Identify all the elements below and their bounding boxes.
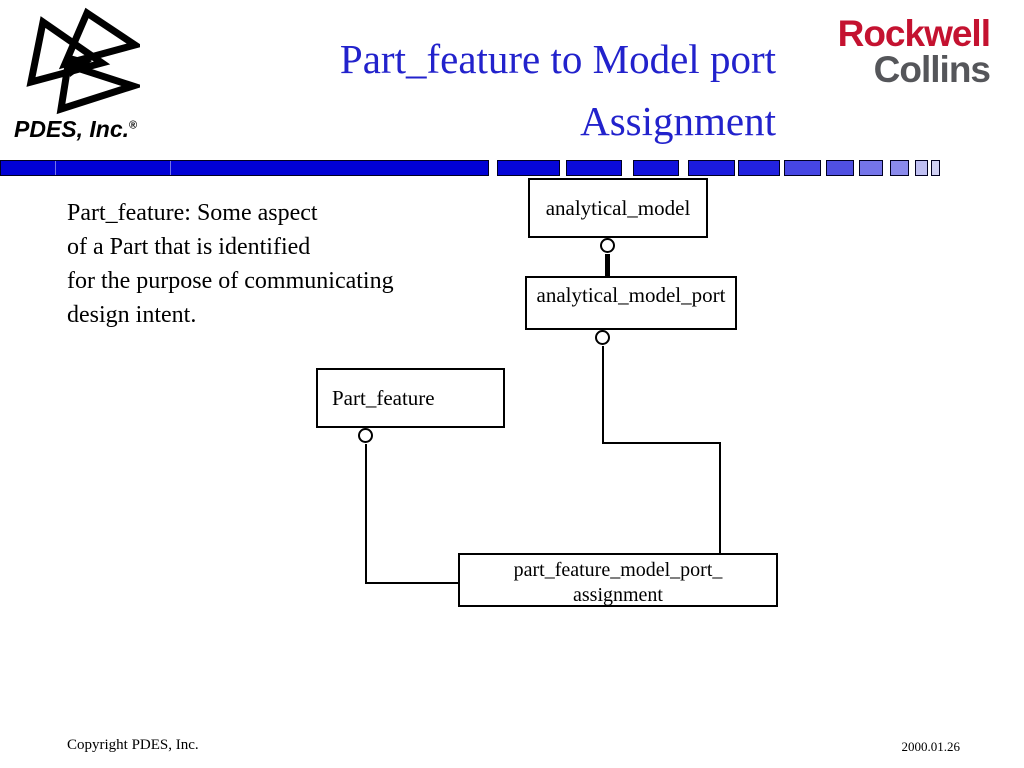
rockwell-collins-logo: Rockwell Collins (730, 13, 991, 90)
pdes-logo-text: PDES, Inc.® (14, 116, 184, 143)
connector-line (365, 444, 367, 584)
connector-line (602, 442, 721, 444)
pdes-logo-icon (18, 6, 145, 118)
divider-segment (931, 160, 940, 176)
divider-segment-split (170, 161, 171, 175)
slide-date: 2000.01.26 (901, 739, 961, 754)
divider-segment (497, 160, 560, 176)
entity-box-part-feature: Part_feature (316, 368, 505, 428)
description-line: of a Part that is identified (67, 234, 311, 260)
pdes-name: PDES, Inc. (14, 116, 130, 142)
connector-line (365, 582, 458, 584)
copyright-text: Copyright PDES, Inc. (67, 737, 199, 753)
entity-label: assignment (573, 584, 663, 606)
description-line: Part_feature: Some aspect (67, 200, 318, 226)
description-line: design intent. (67, 302, 197, 328)
entity-label: part_feature_model_port_ (513, 559, 723, 581)
entity-box-analytical-model-port: analytical_model_port (525, 276, 737, 330)
divider-segment (0, 160, 489, 176)
entity-label: analytical_model_port (536, 283, 726, 307)
divider-segment (633, 160, 679, 176)
title-line-1: Part_feature to Model port (339, 36, 776, 82)
entity-label: analytical_model (545, 195, 691, 220)
connector-line (605, 254, 610, 276)
relationship-circle (600, 238, 615, 253)
registered-mark: ® (129, 119, 138, 132)
entity-box-part-feature-model-port-assignment: part_feature_model_port_ assignment (458, 553, 778, 607)
divider-segment-split (55, 161, 56, 175)
connector-line (602, 346, 604, 443)
title-line-2: Assignment (580, 98, 776, 144)
entity-label: Part_feature (332, 385, 435, 410)
divider-segment (826, 160, 854, 176)
rockwell-logo-line2: Collins (873, 49, 991, 90)
description-line: for the purpose of communicating (67, 268, 394, 294)
divider-segment (784, 160, 821, 176)
divider-segment (890, 160, 909, 176)
divider-segment (859, 160, 883, 176)
divider-bar (0, 160, 1024, 177)
divider-segment (688, 160, 735, 176)
entity-box-analytical-model: analytical_model (528, 178, 708, 238)
divider-segment (915, 160, 928, 176)
description-text: Part_feature: Some aspect of a Part that… (67, 196, 527, 332)
divider-segment (738, 160, 780, 176)
relationship-circle (358, 428, 373, 443)
rockwell-logo-line1: Rockwell (837, 13, 991, 54)
connector-line (719, 442, 721, 553)
relationship-circle (595, 330, 610, 345)
divider-segment (566, 160, 622, 176)
